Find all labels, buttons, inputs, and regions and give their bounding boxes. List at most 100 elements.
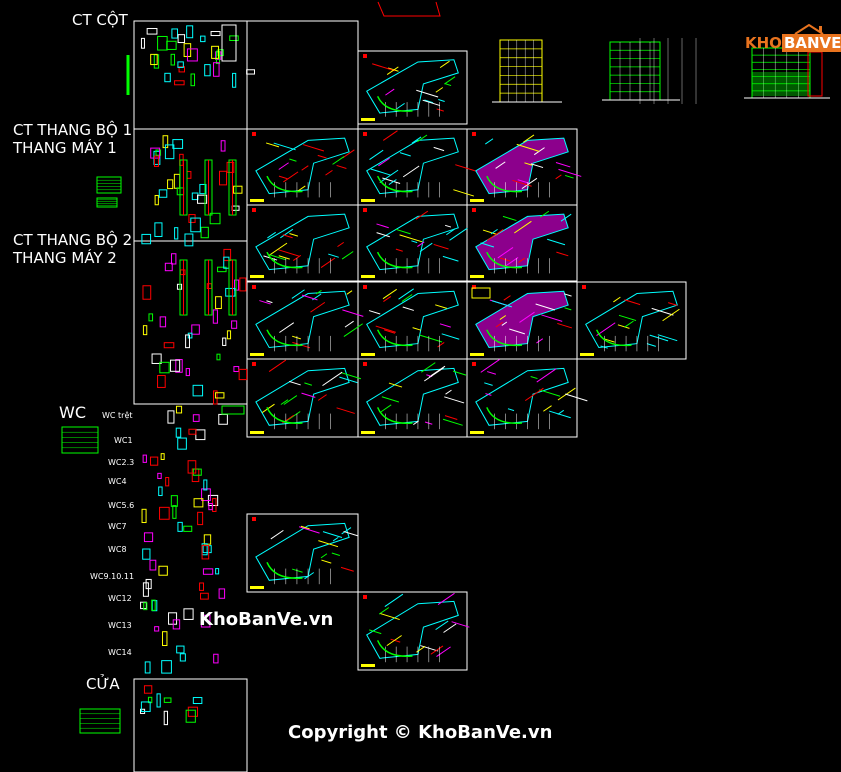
detail-mark [213,653,219,664]
wall-line [417,241,425,247]
north-mark [363,132,367,136]
detail-mark [233,185,243,194]
wall-line [437,592,455,605]
sheet-frame [246,513,359,593]
wall-line [487,371,497,375]
wall-line [424,367,444,382]
detail-mark [195,429,206,441]
wall-line [596,322,616,336]
wall-line [278,249,300,257]
wall-line [378,157,390,167]
wall-line [564,307,572,311]
wall-line [301,392,316,398]
detail-mark [167,179,174,190]
wall-line [398,288,414,300]
detail-mark [170,53,176,66]
title-block [250,275,264,278]
detail-mark [171,253,177,265]
wall-line [401,294,413,302]
detail-mark [151,599,156,611]
wall-line [524,162,533,166]
wall-line [518,257,526,263]
floor-plan [361,208,468,278]
north-mark [472,362,476,366]
wc-label: WC12 [108,594,132,603]
wall-line [668,302,678,306]
legend-table [221,405,245,415]
wall-line [376,223,389,229]
detail-mark [208,502,213,511]
wall-line [320,257,336,268]
detail-mark [215,568,220,575]
wall-line [549,410,571,419]
detail-mark [175,405,183,414]
elevation [492,39,562,103]
label-wc: WC [59,403,86,422]
detail-mark [155,149,162,156]
wall-line [445,389,452,395]
wall-line [320,553,328,559]
detail-mark [162,631,168,646]
detail-mark [142,325,148,336]
wall-line [343,323,363,338]
building-outline [475,290,569,348]
wall-line [380,613,400,621]
detail-mark [171,28,179,39]
detail-mark [197,511,204,526]
north-mark [472,208,476,212]
sheet-frame [357,50,468,125]
detail-mark [168,612,178,625]
wall-line [536,368,557,383]
detail-mark [150,53,158,66]
detail-mark [201,488,211,502]
detail-mark [218,170,228,186]
wall-line [484,382,493,386]
wall-line [439,60,450,69]
label-ct-cot: CT CỘT [72,11,128,29]
detail-mark [193,498,204,508]
detail-mark [238,368,248,381]
sheet-frame [357,591,468,671]
legend-table [61,426,99,454]
detail-mark [217,266,227,273]
wall-line [399,152,411,157]
wall-line [490,228,498,235]
north-mark [363,208,367,212]
detail-mark [222,337,227,346]
sheet-frame [357,204,468,282]
curved-wall [595,329,632,347]
north-mark [472,132,476,136]
detail-mark [142,582,149,597]
detail-mark [186,25,194,39]
wall-line [536,338,544,344]
wall-line [280,228,294,239]
floor-plan [470,208,572,278]
wall-line [317,154,327,159]
detail-mark [175,359,183,373]
title-block [361,353,375,356]
detail-mark [178,66,186,73]
wall-line [430,645,444,655]
wall-line [499,315,507,320]
wall-line [297,185,306,192]
detail-mark [179,269,186,276]
wall-line [380,404,392,413]
wall-line [343,530,358,537]
detail-mark [153,54,160,69]
north-mark [252,132,256,136]
wall-line [390,638,401,643]
facade-outline [499,39,543,103]
sheet-frames [133,20,687,772]
sheet-frame [246,204,359,282]
detail-mark [200,592,209,600]
wall-line [291,289,305,299]
elevation [744,47,830,99]
detail-mark [213,62,220,77]
wall-line [624,299,641,306]
detail-mark [210,31,221,37]
wall-line [564,293,572,297]
wall-line [368,310,381,315]
label-thang-bo-2: CT THANG BỘ 2 [13,231,133,249]
wall-line [278,255,290,260]
floor-plan [250,359,362,434]
